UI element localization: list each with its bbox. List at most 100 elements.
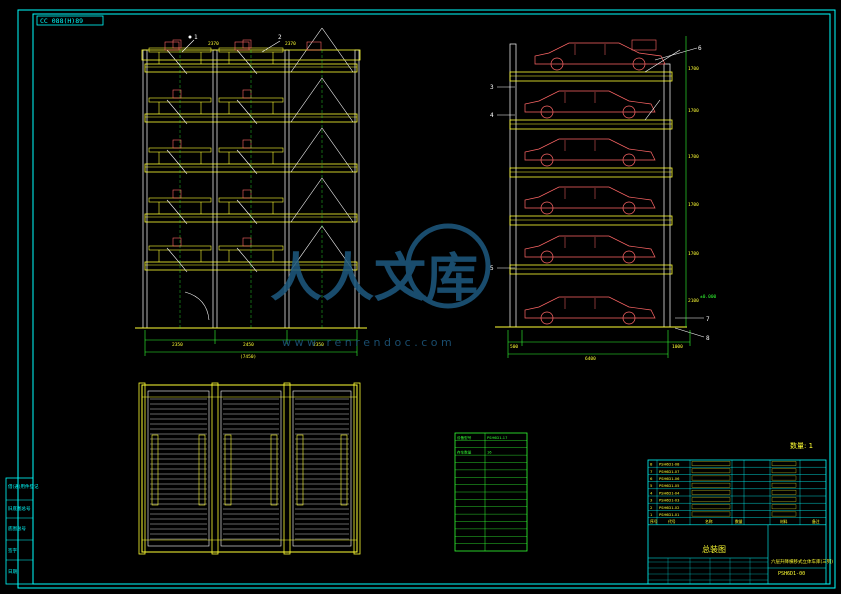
- side-platform: [509, 215, 673, 226]
- front-chain-arc: [166, 199, 188, 225]
- tb-part-material-box: [771, 497, 797, 502]
- side-car-wheel: [622, 153, 636, 167]
- side-car-body: [524, 186, 656, 209]
- tb-part-material-box: [771, 461, 797, 466]
- tb-part-material-box: [771, 468, 797, 474]
- tb-header-cell: 代号: [668, 519, 676, 524]
- strip-label-4: 签字: [8, 547, 17, 554]
- tb-part-name-box: [691, 511, 731, 517]
- front-motor: [172, 39, 182, 49]
- level-dim-2: 1700: [688, 108, 699, 114]
- tb-part-code: PSH6D1-02: [659, 506, 679, 510]
- plan-rail: [270, 434, 278, 506]
- plan-view: [138, 382, 361, 555]
- balloon-8: 8: [706, 335, 710, 342]
- tb-part-name-box: [691, 504, 731, 510]
- side-car-wheel: [622, 311, 636, 325]
- spec-cell-value: PSH6D1-17: [487, 436, 507, 440]
- tb-header-cell: 材料: [780, 519, 788, 524]
- watermark-url: w w w . r e n r e n d o c . c o m: [282, 336, 452, 349]
- side-post-left: [509, 43, 517, 328]
- tb-part-name-box: [691, 461, 731, 466]
- side-car-wheel: [540, 105, 554, 119]
- front-brace: [321, 127, 354, 173]
- tb-part-code: PSH6D1-05: [659, 484, 679, 488]
- plan-pallet: [292, 390, 352, 547]
- tb-part-code: PSH6D1-01: [659, 513, 679, 517]
- tb-header-cell: 数量: [735, 519, 743, 524]
- front-motor: [172, 139, 182, 149]
- front-chain-arc: [166, 49, 188, 75]
- front-brace: [321, 225, 354, 271]
- side-bottom-dimension-lines: [507, 330, 691, 358]
- front-bottom-dim-2: 2450: [243, 342, 254, 348]
- front-chain-arc: [166, 247, 188, 273]
- front-bottom-dim-1: 2350: [172, 342, 183, 348]
- plan-rail: [198, 434, 206, 506]
- front-chain-arc: [236, 49, 258, 75]
- front-chain-arc: [166, 149, 188, 175]
- front-brace: [290, 177, 323, 223]
- front-motor: [172, 237, 182, 247]
- strip-label-3: 底图总号: [8, 525, 26, 532]
- plan-rail: [151, 434, 159, 506]
- level-dim-1: 1700: [688, 66, 699, 72]
- ground-note: ±0.000: [700, 294, 717, 300]
- outer-frame: [17, 9, 836, 589]
- balloon-6: 6: [698, 45, 702, 52]
- front-motor: [242, 189, 252, 199]
- top-title-text: CC 088(H)89: [40, 17, 83, 25]
- side-car-body: [524, 296, 656, 319]
- side-top-motor: [631, 39, 657, 51]
- tb-part-name-box: [691, 490, 731, 495]
- plan-rail: [224, 434, 232, 506]
- plan-column: [283, 382, 291, 555]
- tb-part-code: PSH6D1-03: [659, 499, 679, 503]
- spec-cell-name: 设备型号: [457, 435, 472, 440]
- balloon-5: 5: [490, 265, 494, 272]
- level-dim-6: 2100: [688, 298, 699, 304]
- strip-label-1: 借(通)用件登记: [8, 483, 39, 490]
- front-top-dim-1: 2370: [208, 41, 219, 47]
- tb-part-index: 2: [650, 505, 653, 510]
- plan-column: [211, 382, 219, 555]
- quantity-label: 数量: 1: [790, 441, 813, 450]
- tb-part-index: 1: [650, 512, 653, 517]
- tb-part-index: 7: [650, 469, 653, 474]
- side-car-wheel: [540, 201, 554, 215]
- side-arm: [644, 49, 681, 73]
- front-chain-arc: [166, 99, 188, 125]
- side-bottom-dim-3: 1000: [672, 344, 683, 350]
- front-brace: [290, 225, 323, 271]
- front-elevation-view: [135, 27, 367, 329]
- side-car-wheel: [632, 57, 646, 71]
- tb-part-name-box: [691, 475, 731, 481]
- front-post: [142, 49, 148, 329]
- strip-label-5: 日期: [8, 569, 17, 575]
- side-car-body: [524, 235, 656, 258]
- front-chain-arc: [236, 149, 258, 175]
- front-brace: [290, 77, 323, 123]
- front-post: [212, 49, 218, 329]
- front-motor: [242, 139, 252, 149]
- tb-part-code: PSH6D1-04: [659, 491, 680, 495]
- front-brace: [290, 127, 323, 173]
- side-platform: [509, 71, 673, 82]
- front-motor: [242, 39, 252, 49]
- balloon-4: 4: [490, 112, 494, 119]
- side-platform: [509, 264, 673, 275]
- side-car-wheel: [540, 311, 554, 325]
- watermark-text: 人人文库: [270, 248, 478, 309]
- tb-part-material-box: [771, 504, 797, 510]
- front-top-dim-2: 2370: [285, 41, 296, 47]
- tb-part-material-box: [771, 511, 797, 517]
- front-top-motor: [234, 41, 250, 51]
- side-arm: [644, 99, 661, 121]
- front-bottom-dim-3: 2350: [313, 342, 324, 348]
- tb-part-name-box: [691, 497, 731, 502]
- spec-cell-value: 16: [487, 451, 492, 455]
- tb-part-name-box: [691, 468, 731, 474]
- balloon-2: 2: [278, 34, 282, 41]
